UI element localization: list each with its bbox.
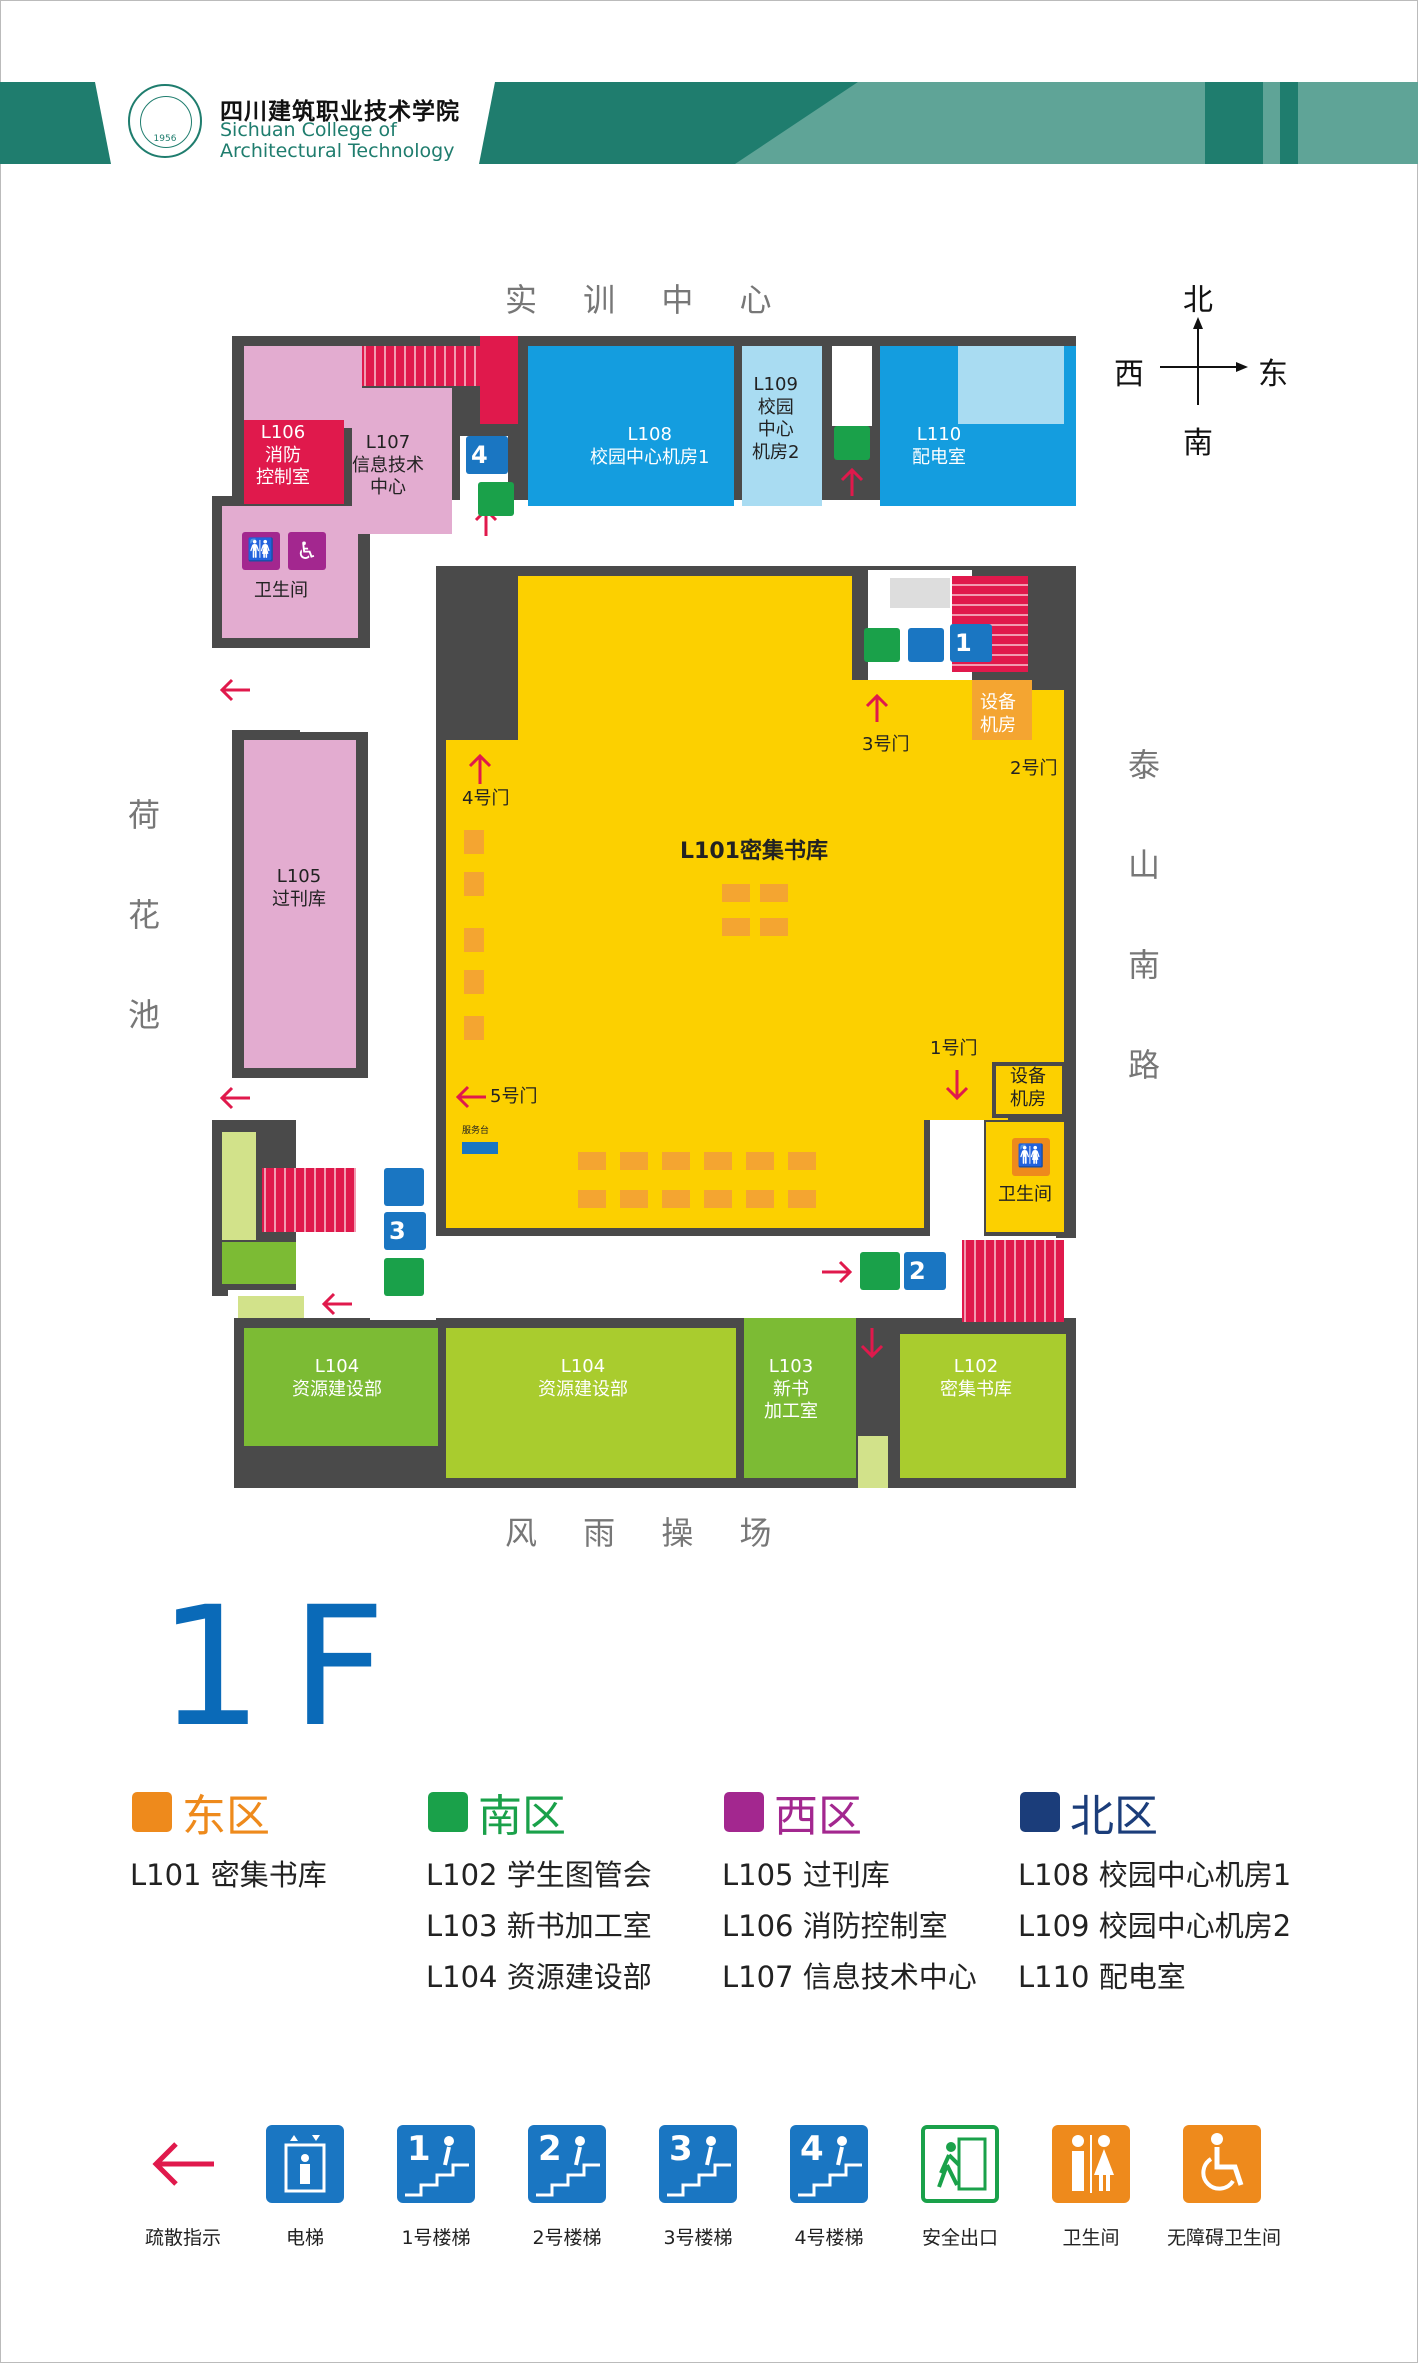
- legend-stair-3: 3 3号楼梯: [643, 2125, 753, 2250]
- map-stair-4-icon: 4: [466, 436, 508, 474]
- zone-north-list: L108 校园中心机房1 L109 校园中心机房2 L110 配电室: [1018, 1850, 1291, 2003]
- map-elevator-icon-center: [908, 628, 944, 662]
- school-seal-logo: 1956: [128, 84, 202, 158]
- list-item: L104 资源建设部: [426, 1960, 652, 1994]
- label-west-pond-3: 池: [128, 996, 161, 1034]
- legend-exit: 安全出口: [905, 2125, 1015, 2250]
- zone-south-icon: [428, 1792, 468, 1832]
- stair-2-icon: 2: [528, 2125, 606, 2203]
- zone-east-icon: [132, 1792, 172, 1832]
- elevator-icon: [266, 2125, 344, 2203]
- room-toilet-east: 卫生间: [998, 1184, 1052, 1205]
- legend-stair-1: 1 1号楼梯: [381, 2125, 491, 2250]
- compass-south: 南: [1183, 426, 1213, 461]
- service-desk-label: 服务台: [462, 1126, 490, 1136]
- list-item: L102 学生图管会: [426, 1858, 652, 1892]
- label-north-building: 实 训 中 心: [505, 281, 790, 319]
- zone-south-title: 南区: [428, 1780, 566, 1844]
- legend-evacuation: 疏散指示: [128, 2125, 238, 2250]
- label-east-road-1: 泰: [1128, 746, 1161, 784]
- door-2-label: 2号门: [1010, 758, 1058, 779]
- zone-east-title: 东区: [132, 1780, 270, 1844]
- legend-toilet: 卫生间: [1036, 2125, 1146, 2250]
- school-name-en-1: Sichuan College of: [220, 119, 397, 141]
- list-item: L110 配电室: [1018, 1960, 1186, 1994]
- list-item: L107 信息技术中心: [722, 1960, 977, 1994]
- zone-west-icon: [724, 1792, 764, 1832]
- room-equipment-east: 设备机房: [1010, 1066, 1046, 1110]
- list-item: L101 密集书库: [130, 1858, 327, 1892]
- floor-label: 1F: [158, 1571, 414, 1763]
- legend-accessible-toilet: 无障碍卫生间: [1167, 2125, 1281, 2250]
- map-accessible-icon-west: ♿: [288, 532, 326, 570]
- evacuation-arrow-icon: [144, 2125, 222, 2203]
- label-south-field: 风 雨 操 场: [505, 1514, 790, 1552]
- exit-icon: [921, 2125, 999, 2203]
- label-west-pond-1: 荷: [128, 796, 161, 834]
- legend-stair-4: 4 4号楼梯: [774, 2125, 884, 2250]
- zone-south-list: L102 学生图管会 L103 新书加工室 L104 资源建设部: [426, 1850, 652, 2003]
- school-name-cn: 四川建筑职业技术学院: [220, 98, 460, 125]
- label-east-road-2: 山: [1128, 846, 1161, 884]
- compass-north: 北: [1183, 283, 1213, 318]
- list-item: L108 校园中心机房1: [1018, 1858, 1292, 1892]
- list-item: L109 校园中心机房2: [1018, 1909, 1292, 1943]
- room-toilet-west: 卫生间: [254, 580, 308, 601]
- map-toilet-icon-east: 🚻: [1012, 1138, 1050, 1176]
- door-3-label: 3号门: [862, 734, 910, 755]
- floor-plan: [212, 336, 1076, 1488]
- stair-3-icon: 3: [659, 2125, 737, 2203]
- map-stair-3-icon: 3: [384, 1212, 426, 1250]
- map-elevator-icon-west: [384, 1168, 424, 1206]
- door-1-label: 1号门: [930, 1038, 978, 1059]
- label-west-pond-2: 花: [128, 896, 161, 934]
- label-east-road-3: 南: [1128, 946, 1161, 984]
- zone-west-title: 西区: [724, 1780, 862, 1844]
- compass-west: 西: [1114, 357, 1144, 392]
- zone-west-list: L105 过刊库 L106 消防控制室 L107 信息技术中心: [722, 1850, 977, 2003]
- map-exit-icon-south: [860, 1252, 900, 1290]
- zone-north-title: 北区: [1020, 1780, 1158, 1844]
- map-exit-icon-west: [384, 1258, 424, 1296]
- list-item: L105 过刊库: [722, 1858, 890, 1892]
- legend-elevator: 电梯: [250, 2125, 360, 2250]
- list-item: L103 新书加工室: [426, 1909, 652, 1943]
- map-stair-2-icon: 2: [904, 1252, 946, 1290]
- door-5-label: 5号门: [490, 1086, 538, 1107]
- zone-east-list: L101 密集书库: [130, 1850, 327, 1901]
- legend-stair-2: 2 2号楼梯: [512, 2125, 622, 2250]
- compass: 北 南 西 东: [1110, 275, 1295, 461]
- room-equipment-north: 设备机房: [980, 692, 1016, 736]
- map-exit-icon-north-2: [834, 426, 870, 460]
- stair-4-icon: 4: [790, 2125, 868, 2203]
- map-exit-icon-center: [864, 628, 900, 662]
- compass-cross-icon: [1160, 317, 1248, 405]
- compass-east: 东: [1258, 357, 1288, 392]
- school-name-en-2: Architectural Technology: [220, 140, 455, 162]
- accessible-toilet-icon: [1183, 2125, 1261, 2203]
- map-stair-1-icon: 1: [950, 624, 992, 662]
- toilet-icon: [1052, 2125, 1130, 2203]
- zone-north-icon: [1020, 1792, 1060, 1832]
- stair-1-icon: 1: [397, 2125, 475, 2203]
- room-l101: L101密集书库: [680, 839, 828, 864]
- map-toilet-icon-west: 🚻: [242, 532, 280, 570]
- label-east-road-4: 路: [1128, 1046, 1161, 1084]
- list-item: L106 消防控制室: [722, 1909, 948, 1943]
- door-4-label: 4号门: [462, 788, 510, 809]
- map-exit-icon-north: [478, 482, 514, 516]
